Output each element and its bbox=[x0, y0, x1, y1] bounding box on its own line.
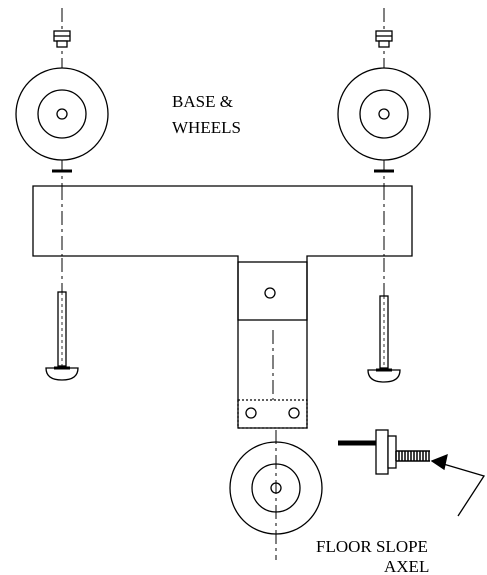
leader-arrow-icon bbox=[430, 453, 486, 517]
base-wheels-label-line1: BASE & bbox=[172, 92, 233, 111]
axel-threaded-end bbox=[395, 450, 430, 462]
left-nut-icon bbox=[53, 30, 71, 48]
left-bolt-icon bbox=[45, 291, 79, 381]
left-wheel-assembly bbox=[15, 8, 109, 330]
base-block-hole bbox=[264, 287, 276, 299]
axel-collar bbox=[375, 429, 389, 475]
base-inner-block bbox=[237, 261, 308, 321]
right-wheel-hub bbox=[359, 89, 409, 139]
left-wheel-axle-hole bbox=[56, 108, 68, 120]
right-wheel-axle-hole bbox=[378, 108, 390, 120]
right-wheel-outer bbox=[337, 67, 431, 161]
axel-collar-inner bbox=[387, 435, 397, 469]
left-wheel-outer bbox=[15, 67, 109, 161]
base-wheels-label-line2: WHEELS bbox=[172, 118, 241, 137]
right-bolt-icon bbox=[367, 295, 401, 383]
stem-dotted-slot bbox=[237, 399, 308, 429]
floor-slope-label-line1: FLOOR SLOPE bbox=[316, 537, 428, 556]
right-nut-icon bbox=[375, 30, 393, 48]
base-block bbox=[32, 185, 413, 429]
floor-slope-axel-part bbox=[338, 429, 430, 475]
floor-slope-label-line2: AXEL bbox=[384, 557, 429, 575]
left-wheel-hub bbox=[37, 89, 87, 139]
bottom-wheel-assembly bbox=[229, 430, 323, 560]
stem-hole-right bbox=[288, 407, 300, 419]
stem-hole-left bbox=[245, 407, 257, 419]
base-outline bbox=[32, 185, 413, 429]
right-wheel-assembly bbox=[337, 8, 431, 330]
